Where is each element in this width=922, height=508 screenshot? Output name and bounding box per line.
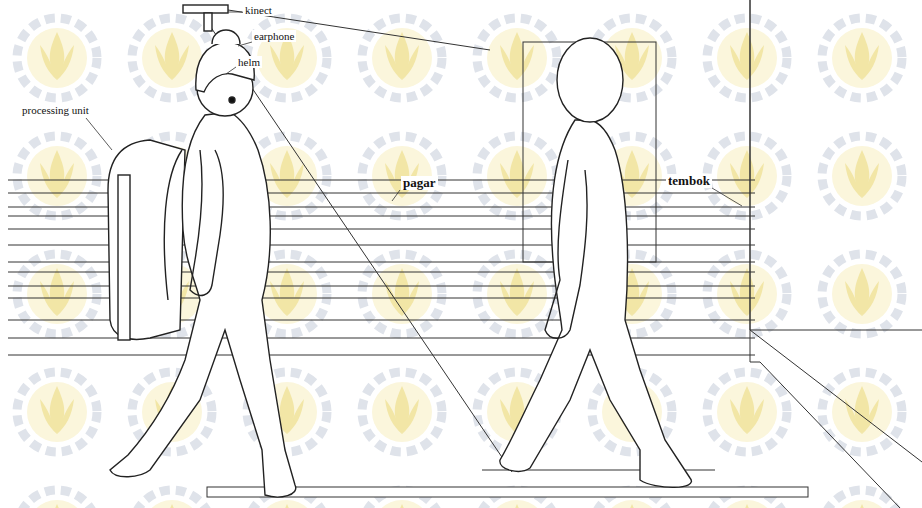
part-label: tembok xyxy=(666,174,712,188)
part-label: earphone xyxy=(252,30,296,42)
part-label: processing unit xyxy=(20,104,91,116)
part-label: kinect xyxy=(243,4,274,16)
processing-unit-box xyxy=(118,175,130,340)
person-user xyxy=(108,5,296,497)
leader-lines xyxy=(86,12,742,206)
floor-strip xyxy=(207,487,808,497)
wall xyxy=(750,0,922,508)
part-label: helm xyxy=(236,56,262,68)
person-ahead xyxy=(500,38,692,487)
part-label: pagar xyxy=(401,176,438,190)
